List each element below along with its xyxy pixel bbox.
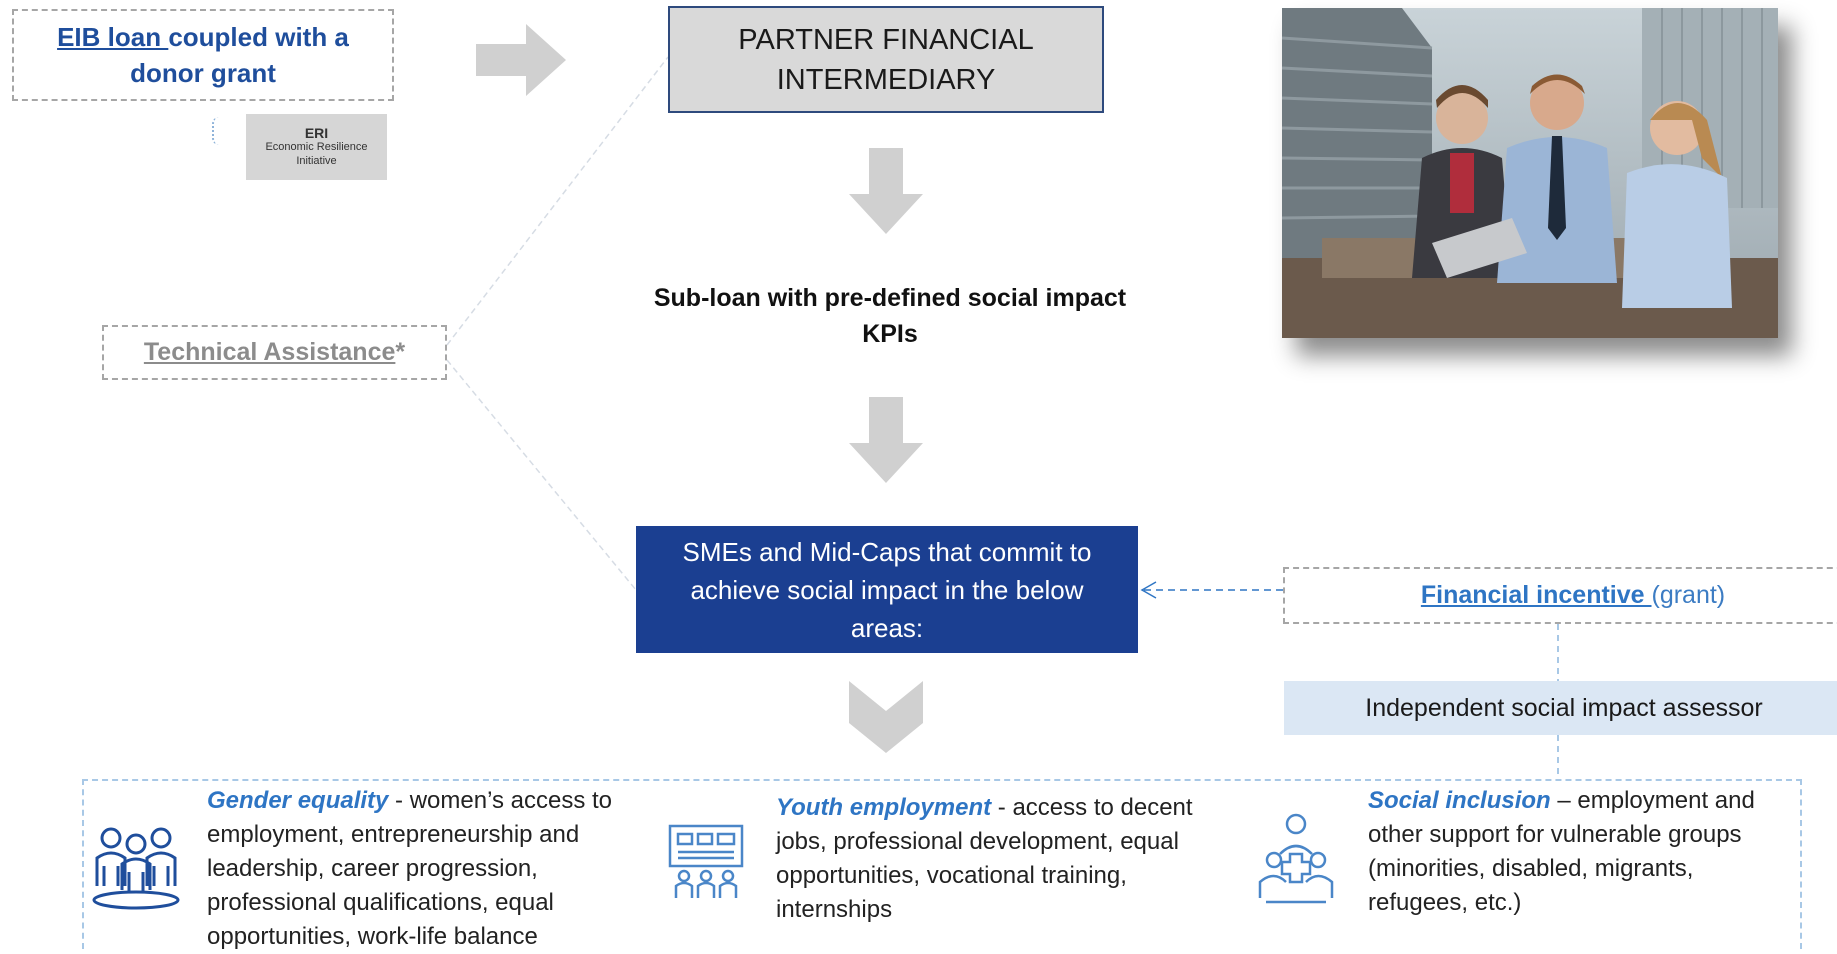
gender-equality-keyword: Gender equality xyxy=(207,787,389,814)
sme-line-1: SMEs and Mid-Caps that commit to xyxy=(682,536,1092,567)
youth-employment-text: Youth employment - access to decent jobs… xyxy=(776,791,1216,927)
financial-incentive-box: Financial incentive (grant) xyxy=(1283,567,1837,624)
pfi-line-2: INTERMEDIARY xyxy=(776,63,996,96)
impact-areas-container xyxy=(82,779,1802,949)
office-photo-illustration xyxy=(1282,8,1778,338)
youth-employment-description: - access to decent jobs, professional de… xyxy=(776,794,1193,923)
pfi-line-1: PARTNER FINANCIAL xyxy=(738,23,1034,56)
eri-title: ERI xyxy=(304,125,329,141)
technical-assistance-box: Technical Assistance* xyxy=(102,325,447,380)
fi-suffix: (grant) xyxy=(1651,581,1726,609)
eib-line-1-rest: coupled with a xyxy=(168,22,349,52)
youth-employment-keyword: Youth employment xyxy=(776,794,992,821)
eib-line-1: EIB loan coupled with a xyxy=(57,19,349,55)
financial-incentive-link[interactable]: Financial incentive xyxy=(1420,581,1652,609)
chevron-down-icon xyxy=(849,681,923,753)
sme-line-3: areas: xyxy=(850,612,924,643)
sme-line-2: achieve social impact in the below xyxy=(690,574,1084,605)
partner-financial-intermediary-box: PARTNER FINANCIAL INTERMEDIARY xyxy=(668,6,1104,113)
eri-line-1: Economic Resilience xyxy=(265,141,368,153)
ta-asterisk: * xyxy=(395,338,406,366)
eri-logo: ERI Economic Resilience Initiative xyxy=(246,114,387,180)
eri-dots-icon xyxy=(212,117,226,145)
fi-line: Financial incentive (grant) xyxy=(1421,581,1725,610)
eib-loan-link[interactable]: EIB loan xyxy=(57,22,169,52)
ta-to-sme-line xyxy=(446,359,637,591)
down-arrow-icon xyxy=(849,148,923,234)
right-arrow-icon xyxy=(476,24,566,96)
medical-care-group-icon xyxy=(1258,813,1334,904)
ta-line: Technical Assistance* xyxy=(144,338,405,367)
eri-line-2: Initiative xyxy=(296,155,337,167)
people-group-icon xyxy=(92,827,180,910)
social-inclusion-description: – employment and other support for vulne… xyxy=(1368,787,1755,916)
subloan-line-1: Sub-loan with pre-defined social impact xyxy=(653,284,1127,312)
building-team-icon xyxy=(668,824,744,898)
independent-assessor-box: Independent social impact assessor xyxy=(1284,681,1837,735)
sme-midcap-box: SMEs and Mid-Caps that commit to achieve… xyxy=(636,526,1138,653)
social-inclusion-text: Social inclusion – employment and other … xyxy=(1368,784,1798,920)
office-photo xyxy=(1282,8,1778,338)
connector-lines xyxy=(446,56,1559,779)
technical-assistance-link[interactable]: Technical Assistance xyxy=(143,338,396,366)
social-inclusion-keyword: Social inclusion xyxy=(1368,787,1551,814)
fi-to-sme-arrowhead xyxy=(1140,581,1157,599)
sub-loan-label: Sub-loan with pre-defined social impact … xyxy=(630,280,1150,352)
assessor-label: Independent social impact assessor xyxy=(1365,693,1763,722)
down-arrow-icon xyxy=(849,397,923,483)
ta-to-pfi-line xyxy=(446,56,669,346)
subloan-line-2: KPIs xyxy=(862,320,918,348)
eib-line-2: donor grant xyxy=(130,58,276,88)
eib-loan-box: EIB loan coupled with a donor grant xyxy=(12,9,394,101)
